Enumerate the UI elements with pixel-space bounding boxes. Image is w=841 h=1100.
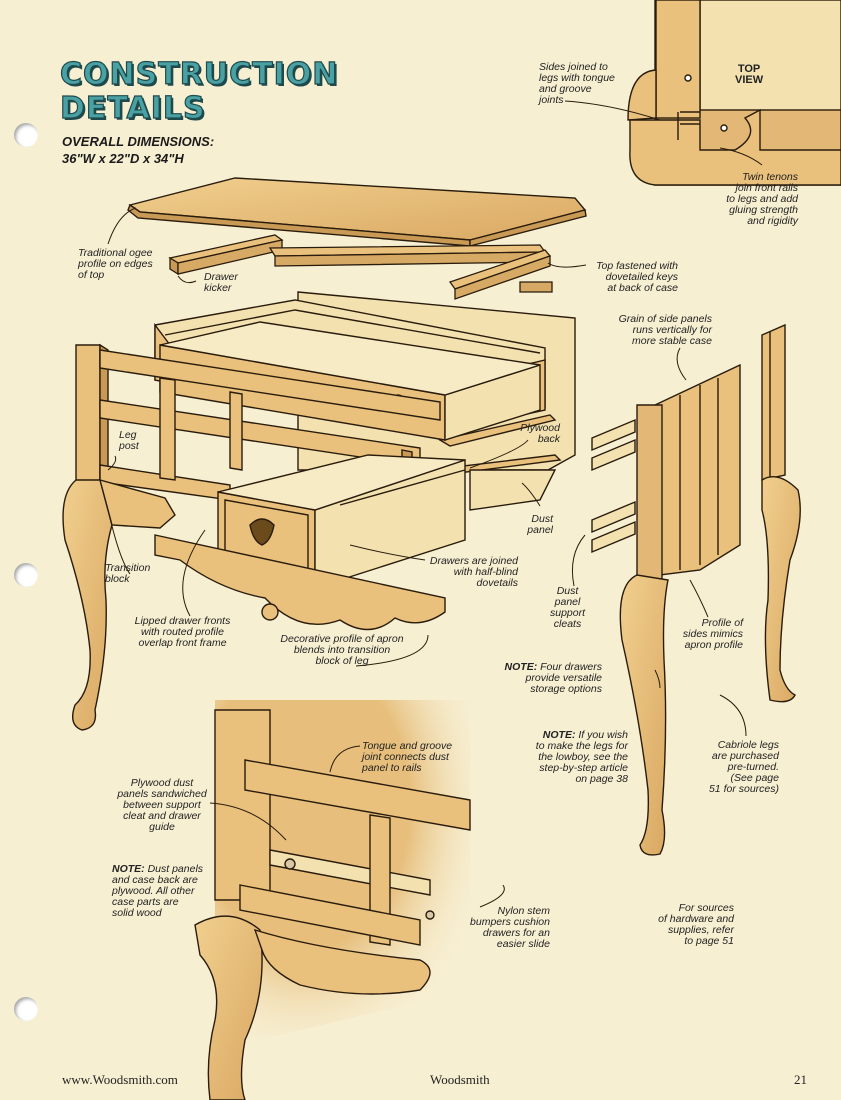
back-right-leg [761, 323, 801, 703]
table-top [127, 177, 587, 247]
front-left-leg [62, 478, 176, 731]
interior-closeup [194, 700, 471, 1100]
page-number: 21 [794, 1072, 807, 1087]
binder-hole [14, 997, 38, 1021]
top-view-label: TOP VIEW [735, 63, 764, 86]
front-apron [154, 534, 446, 631]
binder-hole [14, 563, 38, 587]
leader-lines [107, 100, 763, 908]
dimensions-label: OVERALL DIMENSIONS: [62, 134, 215, 149]
top-view-inset [627, 0, 841, 186]
page-title-line1: CONSTRUCTION [59, 57, 339, 92]
dimensions-value: 36"W x 22"D x 34"H [62, 151, 184, 166]
binder-hole [14, 123, 38, 147]
side-panel [591, 363, 741, 856]
kicker-rails [168, 234, 553, 300]
page-title-line2: DETAILS [59, 91, 206, 126]
footer-url[interactable]: www.Woodsmith.com [62, 1072, 178, 1087]
footer-magazine: Woodsmith [430, 1072, 490, 1087]
